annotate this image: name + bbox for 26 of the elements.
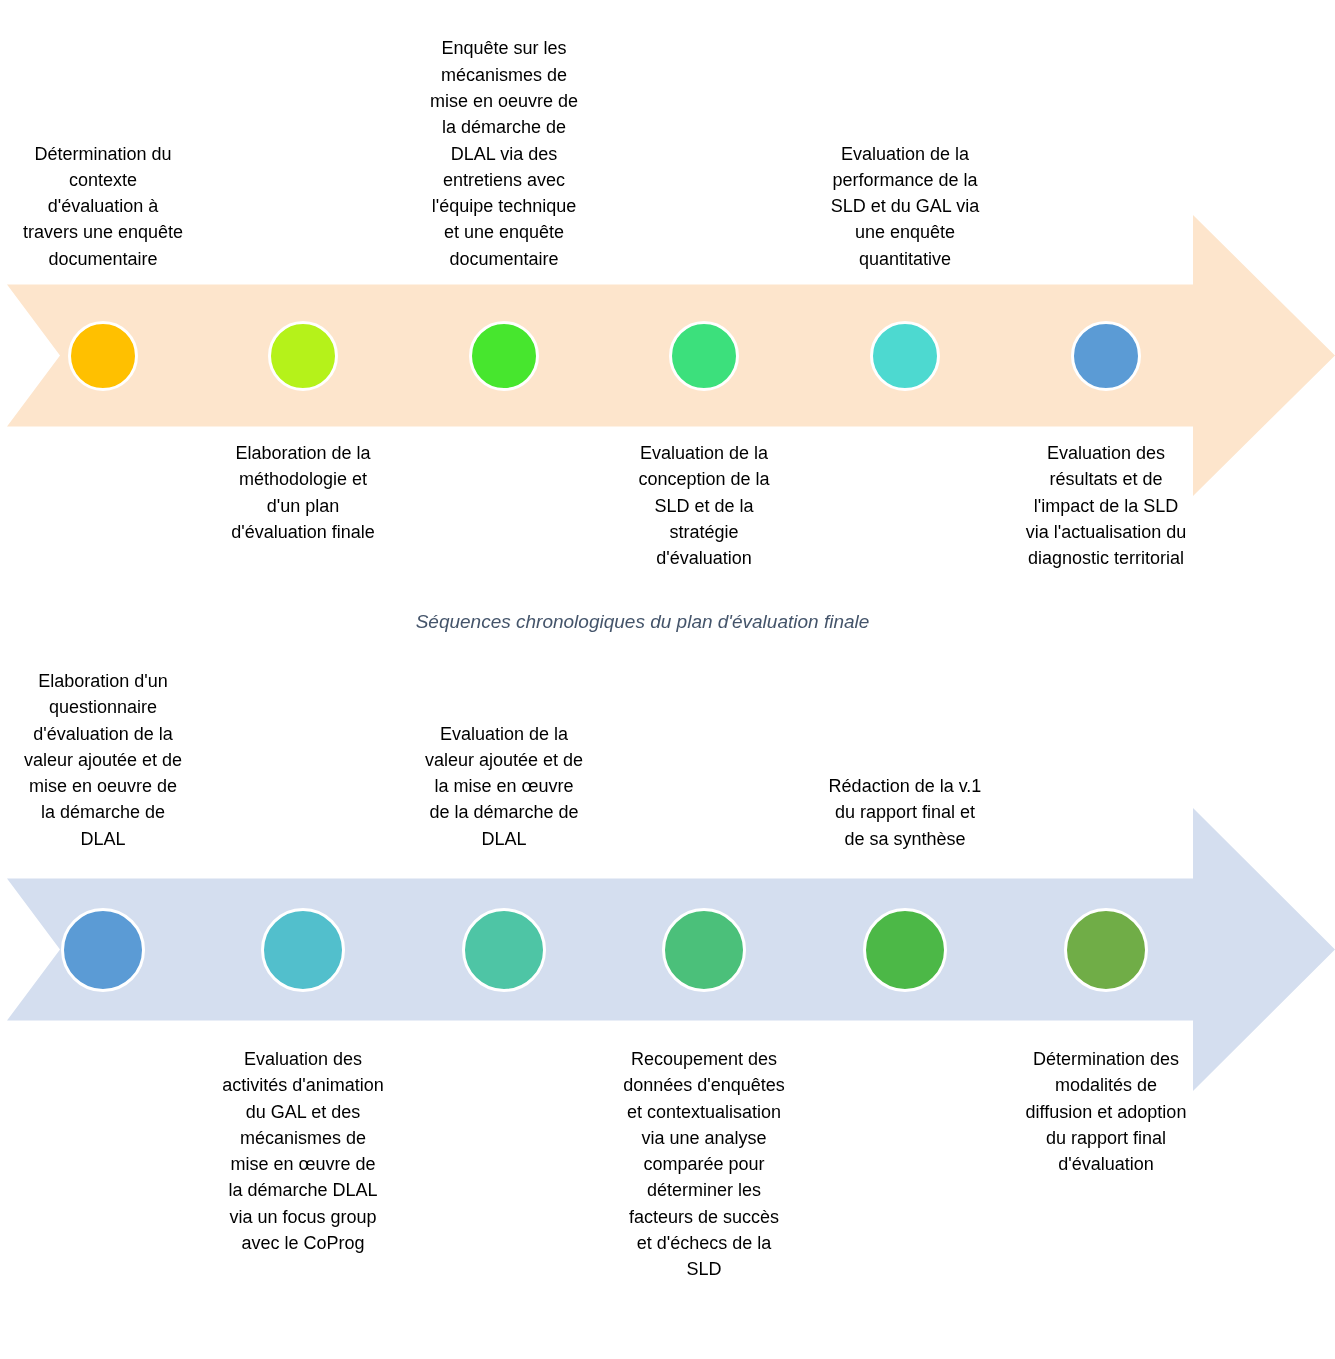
step-description: Elaboration de la méthodologie et d'un plan d'évaluation finale: [230, 442, 376, 544]
step-description: Rédaction de la v.1 du rapport final et de sa synthèse: [827, 775, 983, 851]
step-circle: [469, 321, 539, 391]
step-description: Evaluation des activités d'animation du GAL et des mécanismes de mise en œuvre de la démarche DLAL via un focus group avec le CoProg: [221, 1048, 385, 1256]
step-description: Enquête sur les mécanismes de mise en oeuvre de la démarche de DLAL via des entretiens avec l'équipe technique et une enquête documentaire: [428, 37, 580, 271]
step-circle: [462, 908, 546, 992]
step-description: Détermination du contexte d'évaluation à travers une enquête documentaire: [21, 142, 185, 271]
caption: Séquences chronologiques du plan d'évaluation finale: [414, 610, 871, 634]
step-circle: [1071, 321, 1141, 391]
step-circle: [870, 321, 940, 391]
step-description: Evaluation de la conception de la SLD et de la stratégie d'évaluation: [637, 442, 771, 571]
step-description: Evaluation de la valeur ajoutée et de la mise en œuvre de la démarche de DLAL: [423, 722, 585, 851]
step-circle: [669, 321, 739, 391]
step-circle: [68, 321, 138, 391]
step-description: Détermination des modalités de diffusion et adoption du rapport final d'évaluation: [1024, 1048, 1188, 1177]
step-circle: [261, 908, 345, 992]
step-description: Evaluation de la performance de la SLD et du GAL via une enquête quantitative: [829, 142, 981, 271]
step-description: Recoupement des données d'enquêtes et contextualisation via une analyse comparée pour déterminer les facteurs de succès et d'échecs de la SLD: [622, 1048, 786, 1282]
step-circle: [268, 321, 338, 391]
step-description: Elaboration d'un questionnaire d'évaluation de la valeur ajoutée et de mise en oeuvre de la démarche de DLAL: [22, 669, 184, 851]
timeline-arrow: [7, 215, 1335, 496]
step-circle: [61, 908, 145, 992]
step-circle: [863, 908, 947, 992]
step-circle: [662, 908, 746, 992]
step-circle: [1064, 908, 1148, 992]
step-description: Evaluation des résultats et de l'impact de la SLD via l'actualisation du diagnostic territorial: [1024, 442, 1188, 571]
